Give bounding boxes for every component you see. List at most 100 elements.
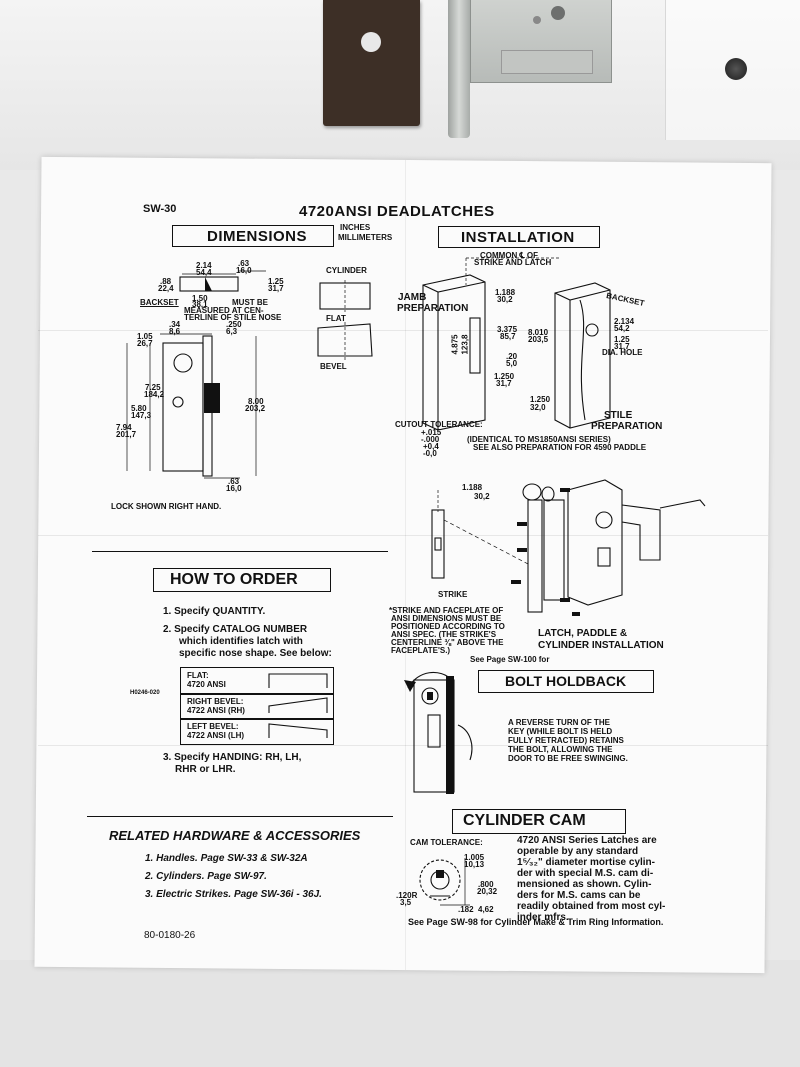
doc-code: SW-30 [143,203,177,215]
dim-label: 8,6 [169,327,181,336]
related-item: 1. Handles. Page SW-33 & SW-32A [145,853,308,864]
dim-label: 3,5 [400,898,412,907]
lock-note: LOCK SHOWN RIGHT HAND. [111,502,222,511]
dim-label: 1.250 [530,395,551,404]
catalog-row-lh-label: LEFT BEVEL: [187,722,239,731]
dim-label: 31,7 [496,379,512,388]
identical-note: SEE ALSO PREPARATION FOR 4590 PADDLE [473,443,647,452]
dim-label: 1.25 [614,335,630,344]
cam-text: der with special M.S. cam di- [517,868,654,879]
cam-text: 4720 ANSI Series Latches are [517,835,657,846]
cylinder-cam-heading-box: CYLINDER CAM [452,809,626,834]
common-cl-label: COMMON ℄ OF [480,251,539,260]
dim-label: .20 [506,352,518,361]
dim-label: 184,2 [144,390,165,399]
catalog-row-rh-label: RIGHT BEVEL: [187,697,244,706]
dim-label: 54,4 [196,268,212,277]
dim-label: .800 [478,880,494,889]
order-step-1: 1. Specify QUANTITY. [163,606,266,617]
dim-label: 30,2 [474,492,490,501]
order-step-2: specific nose shape. See below: [179,648,332,659]
dim-label: 85,7 [500,332,516,341]
dim-label: 54,2 [614,324,630,333]
strike-note: FACEPLATE'S.) [391,646,451,655]
strike-note: ANSI DIMENSIONS MUST BE [391,614,502,623]
cam-text: inder mfrs. [517,912,569,923]
fold-line [38,745,768,746]
cutout-tolerance: -.000 [421,435,440,444]
catalog-row-flat-number: 4720 ANSI [187,680,226,689]
dim-label: 22,4 [158,284,174,293]
stile-label: PREPARATION [591,421,663,432]
fold-line [38,330,768,331]
strike-note: POSITIONED ACCORDING TO [391,622,505,631]
holdback-text: DOOR TO BE FREE SWINGING. [508,754,628,763]
dim-label: .182 [458,905,474,914]
latch-caption: LATCH, PADDLE & [538,628,628,639]
catalog-row-lh-number: 4722 ANSI (LH) [187,731,245,740]
dim-label: 3.375 [497,325,518,334]
dim-label: .88 [160,277,172,286]
dim-label: 201,7 [116,430,137,439]
dim-label: 1.188 [495,288,516,297]
bevel-label: BEVEL [320,362,347,371]
dim-label: .63 [228,477,240,486]
cutout-tolerance: CUTOUT TOLERANCE: [395,420,483,429]
table-surface-bottom [0,960,800,1067]
screw [725,58,747,80]
holdback-text: A REVERSE TURN OF THE [508,718,610,727]
cutout-tolerance: +0,4 [423,442,439,451]
flat-label: FLAT [326,314,346,323]
strike-note: *STRIKE AND FACEPLATE OF [389,606,504,615]
installation-heading-box: INSTALLATION [438,226,600,248]
holdback-text: KEY (WHILE BOLT IS HELD [508,727,613,736]
related-item: 3. Electric Strikes. Page SW-36i - 36J. [145,889,322,900]
cam-tolerance: CAM TOLERANCE: [410,838,483,847]
order-step-2: 2. Specify CATALOG NUMBER [163,624,308,635]
dim-label: 31,7 [268,284,284,293]
dim-label: 38,1 [192,300,208,309]
dim-label: 16,0 [226,484,242,493]
latch-caption: CYLINDER INSTALLATION [538,640,664,651]
dim-label: .34 [169,320,181,329]
dimensions-heading-box: DIMENSIONS [172,225,334,247]
units-inches: INCHES [340,223,371,232]
dim-label: 26,7 [137,339,153,348]
nose-shape-icons [268,673,328,738]
cutout-tolerance: +.015 [421,428,442,437]
how-to-order-heading: HOW TO ORDER [170,571,298,588]
catalog-code: H0246-020 [130,690,160,696]
stile-label: STILE [604,410,633,421]
order-step-2: which identifies latch with [179,636,303,647]
latch-faceplate [448,0,470,138]
how-to-order-heading-box: HOW TO ORDER [153,568,331,592]
divider [87,816,393,817]
fold-line [405,160,406,970]
backset-label: BACKSET [140,298,179,307]
dim-label: 147,3 [131,411,152,420]
dim-label: 1.188 [462,483,483,492]
order-step-3: RHR or LHR. [175,764,236,775]
dim-label: 31,7 [614,342,630,351]
cam-text: ders for M.S. cams can be [517,890,641,901]
holdback-text: THE BOLT, ALLOWING THE [508,745,613,754]
order-step-3: 3. Specify HANDING: RH, LH, [163,752,302,763]
cylinder-label: CYLINDER [326,266,367,275]
strike-label: STRIKE [438,590,468,599]
divider [92,551,388,552]
cam-text: mensioned as shown. Cylin- [517,879,652,890]
related-heading: RELATED HARDWARE & ACCESSORIES [109,828,361,843]
catalog-row-rh-number: 4722 ANSI (RH) [187,706,245,715]
dim-label: 6,3 [226,327,238,336]
catalog-table: FLAT: 4720 ANSI RIGHT BEVEL: 4722 ANSI (… [180,667,334,745]
cam-text: 1⁵⁄₃₂" diameter mortise cylin- [517,857,655,868]
dim-label: 5,0 [506,359,518,368]
dim-label: 7.25 [145,383,161,392]
